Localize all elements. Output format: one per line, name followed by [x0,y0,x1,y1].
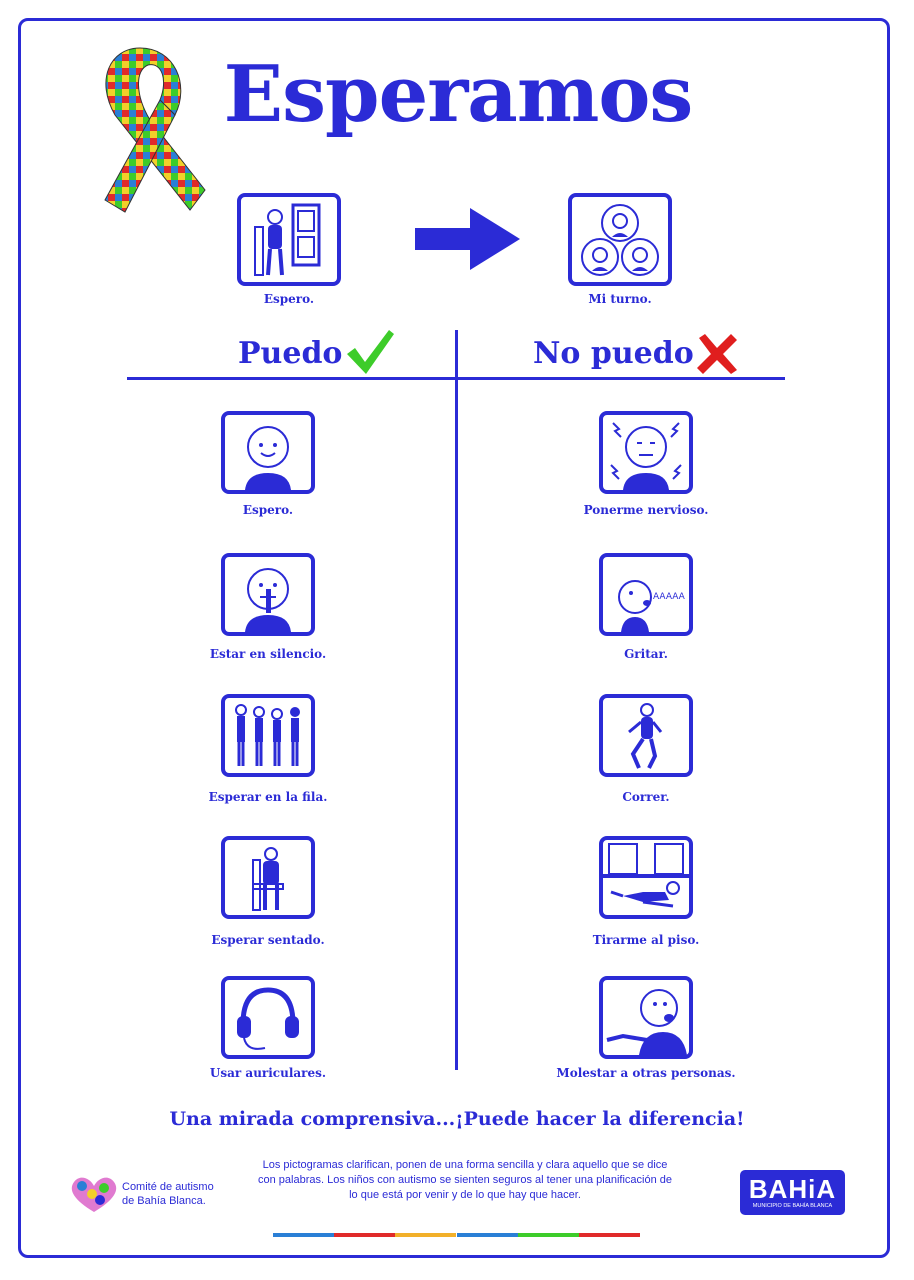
picto-ponerme-nervioso [599,411,693,494]
caption-esperar-en-la-fila: Esperar en la fila. [208,790,328,804]
picto-usar-auriculares [221,976,315,1059]
comite-logo [66,1172,236,1214]
shout-text: AAAAA [653,592,686,602]
picto-mi-turno [568,193,672,286]
color-bar-segment [456,1233,518,1237]
caption-usar-auriculares: Usar auriculares. [209,1066,327,1080]
footer-description: Los pictogramas clarifican, ponen de una… [258,1159,672,1201]
picto-espero [221,411,315,494]
heading-puedo: Puedo [238,336,342,371]
heading-puedo-label: Puedo [238,336,343,371]
caption-tirarme-al-piso: Tirarme al piso. [592,933,700,947]
tagline: Una mirada comprensiva...¡Puede hacer la… [169,1108,745,1130]
page-frame [18,18,890,1258]
bahia-logo-subtitle: MUNICIPIO DE BAHÍA BLANCA [752,1203,833,1209]
person-waiting-door-icon [254,203,321,276]
picto-esperar-sentado [221,836,315,919]
picto-estar-en-silencio [221,553,315,636]
picto-tirarme-al-piso [599,836,693,919]
nervous-face-icon [610,422,682,490]
caption-esperar-sentado: Esperar sentado. [211,933,325,947]
smiling-face-icon [245,426,291,490]
shouting-icon: AAAAA [618,580,686,632]
color-bar-segment [395,1233,457,1237]
three-faces-turn-icon [581,204,659,276]
color-bar-segment [334,1233,396,1237]
picto-esperar-en-la-fila [221,694,315,777]
heart-puzzle-icon [71,1177,117,1212]
picto-espero-top [237,193,341,286]
comite-line2: de Bahía Blanca. [122,1195,206,1207]
page-title: Esperamos [223,49,694,140]
caption-ponerme-nervioso: Ponerme nervioso. [583,503,709,517]
color-bar-segment [273,1233,335,1237]
caption-espero: Espero. [242,503,294,517]
picto-correr [599,694,693,777]
arrow-right-icon [415,208,520,270]
headphones-icon [237,987,299,1050]
red-cross-icon [695,332,739,376]
color-bar-segment [517,1233,579,1237]
person-sitting-icon [252,847,284,911]
caption-espero-top: Espero. [263,292,315,306]
color-bar-segment [578,1233,640,1237]
heading-no-puedo-label: No puedo [533,336,694,371]
caption-gritar: Gritar. [624,647,668,661]
comite-text: Comité de autismo de Bahía Blanca. [122,1180,214,1208]
picto-gritar: AAAAA [599,553,693,636]
caption-mi-turno: Mi turno. [588,292,652,306]
bothering-people-icon [606,989,687,1055]
picto-molestar-a-otras-personas [599,976,693,1059]
caption-molestar-a-otras-personas: Molestar a otras personas. [556,1066,736,1080]
bahia-logo: BAHiA MUNICIPIO DE BAHÍA BLANCA [740,1170,845,1215]
lying-on-floor-icon [603,843,689,908]
green-check-icon [345,328,395,376]
heading-no-puedo: No puedo [533,336,694,371]
people-in-line-icon [235,704,300,766]
column-divider-vertical [455,330,458,1070]
caption-correr: Correr. [622,790,670,804]
finger-on-lips-icon [245,568,291,632]
bahia-logo-word: BAHiA [748,1174,837,1204]
autism-ribbon-icon [80,40,210,215]
running-person-icon [628,703,663,769]
caption-estar-en-silencio: Estar en silencio. [209,647,327,661]
comite-line1: Comité de autismo [122,1181,214,1193]
